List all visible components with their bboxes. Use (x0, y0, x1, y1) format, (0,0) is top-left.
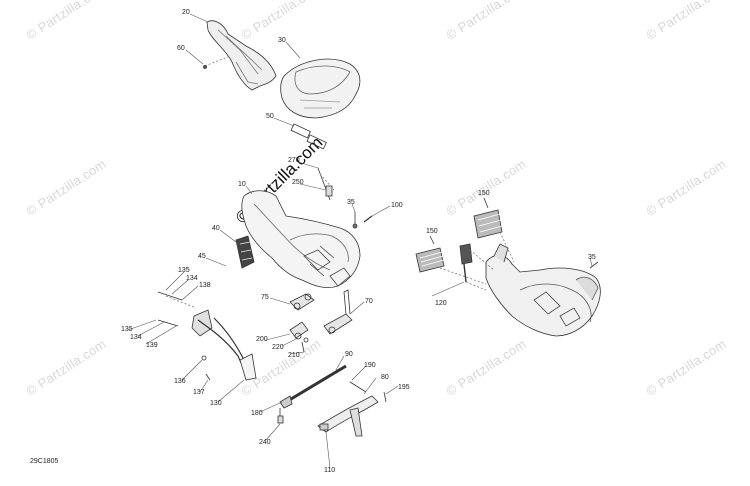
callout-label: 90 (345, 351, 353, 358)
callout-label: 135 (178, 267, 190, 274)
callout-label: 135 (121, 326, 133, 333)
callout-label: 240 (259, 439, 271, 446)
callout-label: 195 (398, 384, 410, 391)
callout-label: 30 (278, 37, 286, 44)
callout-label: 220 (272, 344, 284, 351)
callout-label: 270 (288, 157, 300, 164)
callout-label: 40 (212, 225, 220, 232)
side-panel (235, 235, 255, 269)
mesh (473, 209, 503, 239)
callout-label: 138 (199, 282, 211, 289)
callout-label: 70 (365, 298, 373, 305)
callout-label: 190 (364, 362, 376, 369)
seat-cushion (280, 58, 361, 119)
callout-label: 150 (426, 228, 438, 235)
bracket (323, 313, 353, 335)
callout-label: 35 (588, 254, 596, 261)
callout-label: 60 (177, 45, 185, 52)
callout-label: 20 (182, 9, 190, 16)
pad (306, 134, 327, 150)
callout-label: 110 (324, 467, 336, 474)
callout-label: 150 (478, 190, 490, 197)
callout-label: 136 (174, 378, 186, 385)
callout-label: 180 (251, 410, 263, 417)
callout-label: 120 (435, 300, 447, 307)
callout-label: 80 (381, 374, 389, 381)
seat-shell (241, 190, 361, 288)
callout-label: 75 (261, 294, 269, 301)
callout-label: 200 (256, 336, 268, 343)
callout-label: 45 (198, 253, 206, 260)
buckle (459, 243, 473, 265)
callout-label: 50 (266, 113, 274, 120)
seat-back-cushion (206, 20, 277, 91)
rod (285, 364, 347, 404)
callout-label: 250 (292, 179, 304, 186)
bracket (289, 293, 315, 311)
latch (317, 395, 379, 433)
callout-label: 35 (347, 199, 355, 206)
callout-label: 134 (186, 275, 198, 282)
callout-label: 137 (193, 389, 205, 396)
callout-label: 10 (238, 181, 246, 188)
callout-label: 100 (391, 202, 403, 209)
assembled-seat (485, 255, 601, 337)
pad (290, 123, 311, 139)
callout-label: 210 (288, 352, 300, 359)
callout-label: 139 (146, 342, 158, 349)
mesh (415, 247, 445, 273)
diagram-code: 29C1805 (30, 458, 59, 465)
callout-label: 134 (130, 334, 142, 341)
callout-label: 130 (210, 400, 222, 407)
